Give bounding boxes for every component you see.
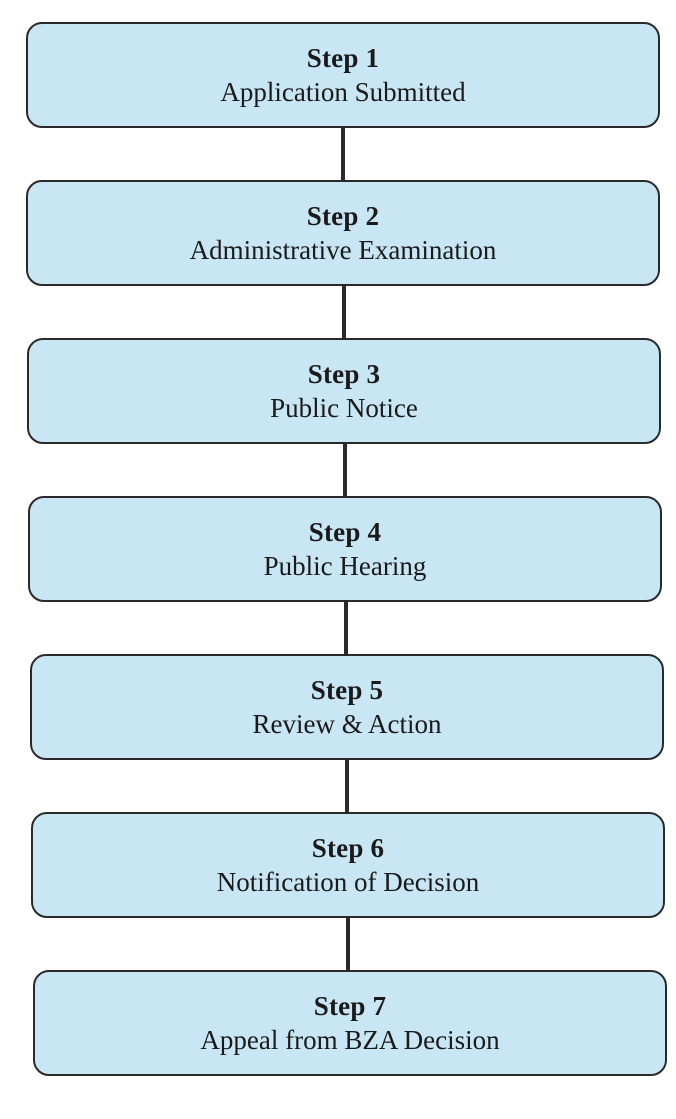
step-4-box: Step 4 Public Hearing xyxy=(28,496,662,602)
step-7-description: Appeal from BZA Decision xyxy=(200,1025,500,1055)
step-5-title: Step 5 xyxy=(310,675,384,705)
connector-3-4 xyxy=(343,444,347,496)
connector-1-2 xyxy=(341,128,345,180)
step-7-box: Step 7 Appeal from BZA Decision xyxy=(33,970,667,1076)
step-3-box: Step 3 Public Notice xyxy=(27,338,661,444)
step-1-title: Step 1 xyxy=(306,43,380,73)
step-3-title: Step 3 xyxy=(307,359,381,389)
step-5-description: Review & Action xyxy=(252,709,442,739)
step-2-title: Step 2 xyxy=(306,201,380,231)
step-3-description: Public Notice xyxy=(270,393,418,423)
connector-4-5 xyxy=(344,602,348,654)
step-5-box: Step 5 Review & Action xyxy=(30,654,664,760)
step-2-description: Administrative Examination xyxy=(189,235,497,265)
connector-5-6 xyxy=(345,760,349,812)
step-6-description: Notification of Decision xyxy=(216,867,480,897)
step-4-title: Step 4 xyxy=(308,517,382,547)
step-1-box: Step 1 Application Submitted xyxy=(26,22,660,128)
step-4-description: Public Hearing xyxy=(263,551,427,581)
step-2-box: Step 2 Administrative Examination xyxy=(26,180,660,286)
step-1-description: Application Submitted xyxy=(220,77,466,107)
step-6-title: Step 6 xyxy=(311,833,385,863)
connector-6-7 xyxy=(346,918,350,970)
step-7-title: Step 7 xyxy=(313,991,387,1021)
step-6-box: Step 6 Notification of Decision xyxy=(31,812,665,918)
connector-2-3 xyxy=(342,286,346,338)
